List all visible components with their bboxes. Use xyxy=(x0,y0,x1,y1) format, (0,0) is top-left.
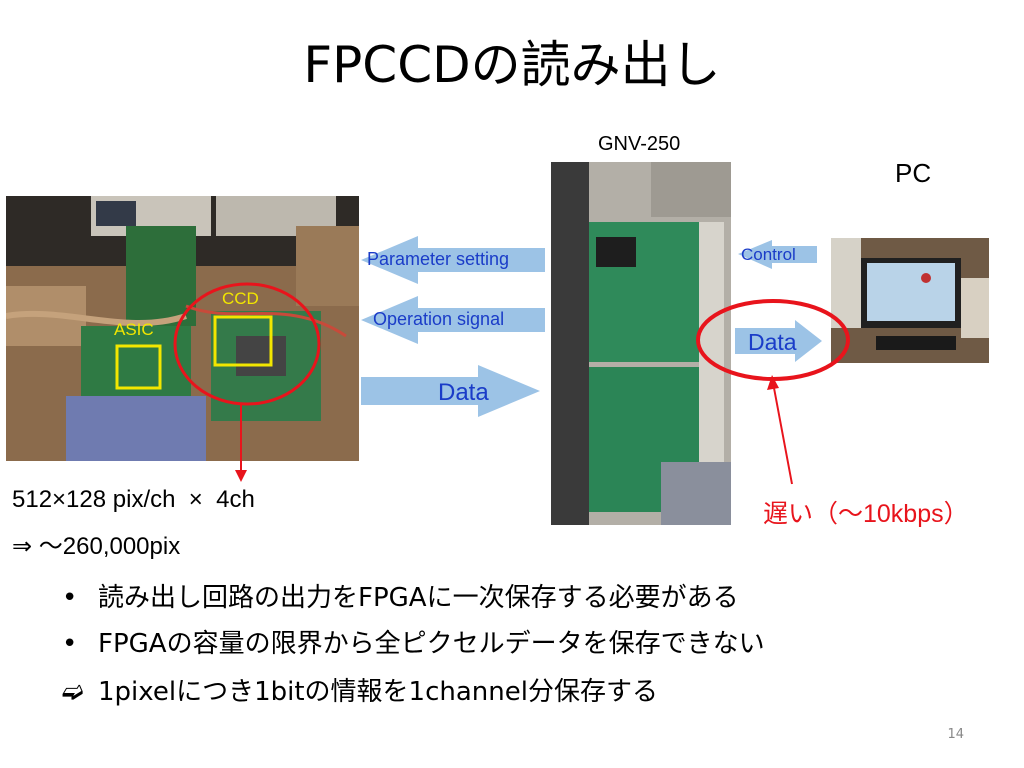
ccd-highlight-ellipse xyxy=(173,282,321,406)
data-arrow-right xyxy=(735,320,822,362)
bullet-text: 1pixelにつき1bitの情報を1channel分保存する xyxy=(98,677,658,707)
bullet-marker: • xyxy=(62,629,78,659)
pixel-count-line2: ⇒ 〜260,000pix xyxy=(12,533,181,560)
operation-signal-arrow xyxy=(361,296,545,344)
pc-photo xyxy=(831,238,989,363)
asic-box xyxy=(115,344,162,390)
arrow-bullet-icon: ➫ xyxy=(62,677,84,707)
pc-label: PC xyxy=(895,158,932,188)
asic-label: ASIC xyxy=(114,320,154,339)
parameter-setting-label: Parameter setting xyxy=(367,249,510,269)
readout-board-photo xyxy=(6,196,359,461)
bullet-marker: • xyxy=(62,583,78,613)
operation-signal-label: Operation signal xyxy=(373,309,505,329)
slow-rate-note: 遅い（〜10kbps） xyxy=(763,500,969,528)
bullet-item-3: ➫ 1pixelにつき1bitの情報を1channel分保存する xyxy=(62,672,658,712)
pixel-count-line1: 512×128 pix/ch × 4ch xyxy=(12,486,255,513)
gnv-label: GNV-250 xyxy=(598,133,681,155)
data-right-label: Data xyxy=(748,329,797,355)
data-arrow-left xyxy=(361,365,540,417)
control-arrow xyxy=(738,240,817,269)
bullet-text: FPGAの容量の限界から全ピクセルデータを保存できない xyxy=(98,629,765,659)
ccd-box xyxy=(213,315,273,367)
control-label: Control xyxy=(741,245,796,264)
bullet-item-2: • FPGAの容量の限界から全ピクセルデータを保存できない xyxy=(62,624,765,664)
pc-illustration xyxy=(831,238,989,363)
gnv250-photo xyxy=(551,162,731,525)
bullet-item-1: • 読み出し回路の出力をFPGAに一次保存する必要がある xyxy=(62,578,739,618)
readout-board-illustration xyxy=(6,196,359,461)
data-left-label: Data xyxy=(438,379,489,406)
parameter-setting-arrow xyxy=(361,236,545,284)
bullet-text: 読み出し回路の出力をFPGAに一次保存する必要がある xyxy=(98,583,739,613)
slow-pointer-head xyxy=(767,375,779,390)
ccd-pointer-head xyxy=(235,470,247,482)
slide-title: FPCCDの読み出し xyxy=(303,36,721,94)
page-number: 14 xyxy=(947,727,964,742)
gnv250-illustration xyxy=(551,162,731,525)
ccd-label: CCD xyxy=(222,289,259,308)
slow-pointer-line xyxy=(773,387,793,485)
